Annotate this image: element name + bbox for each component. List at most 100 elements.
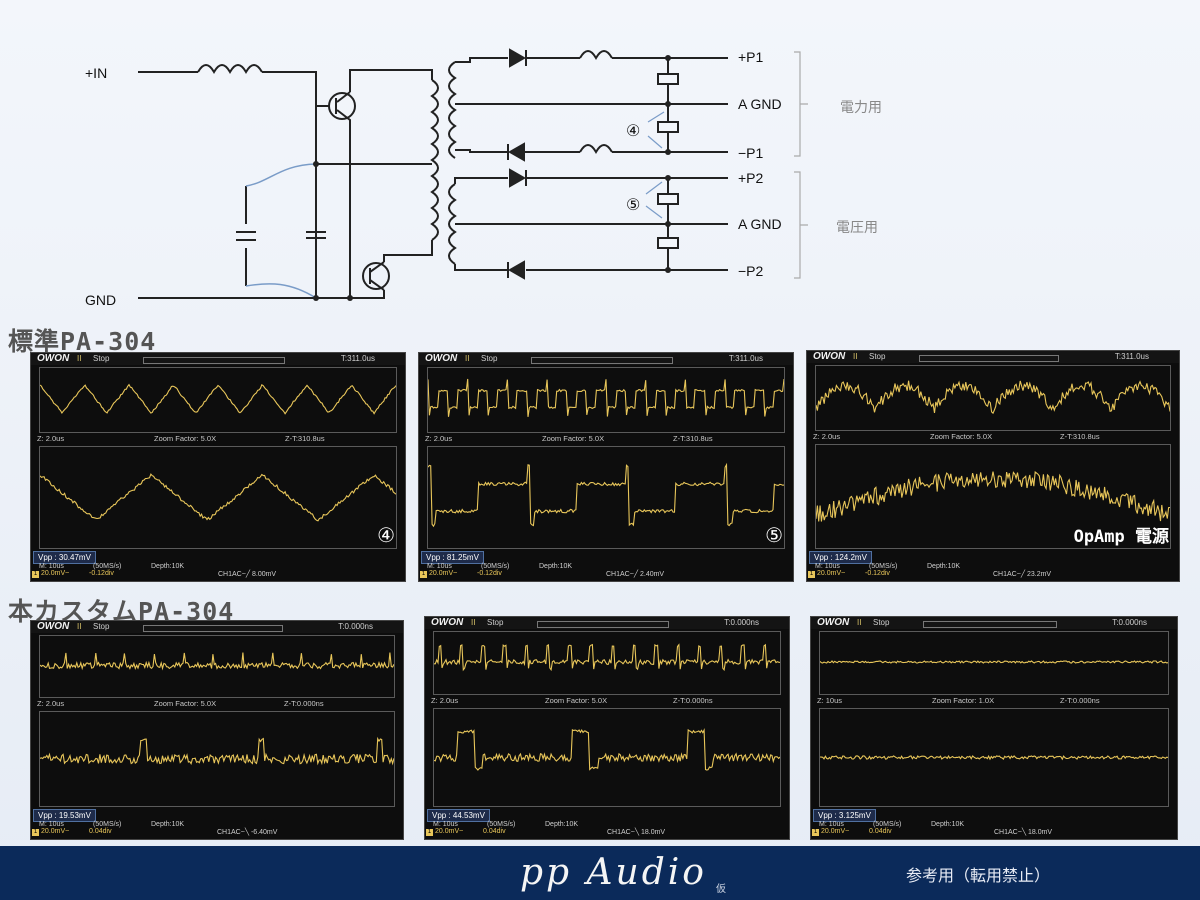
- ch1-indicator: 1: [420, 571, 427, 578]
- vpp-readout: Vpp : 124.2mV: [809, 551, 872, 564]
- zoom-info-row: Z: 2.0us Zoom Factor: 5.0X Z-T:310.8us: [807, 432, 1179, 442]
- zoom-offset: Z-T:310.8us: [285, 434, 325, 443]
- zoom-scale: Z: 2.0us: [37, 434, 65, 443]
- waveform-traces: [815, 380, 1171, 522]
- memory-depth: Depth:10K: [545, 821, 579, 828]
- mode-indicator: II: [77, 622, 82, 631]
- memory-depth: Depth:10K: [151, 563, 185, 570]
- trigger-time: T:311.0us: [728, 354, 763, 363]
- ch1-offset: 0.04div: [483, 828, 506, 835]
- zoom-offset: Z-T:0.000ns: [673, 696, 713, 705]
- oscilloscope-screen-standard-opamp: OWON II Stop T:311.0us Z: 2.0us Zoom Fac…: [806, 350, 1180, 582]
- waveform-traces: [39, 652, 395, 766]
- output-minus-p2: −P2: [738, 263, 764, 279]
- waveform-traces: [427, 378, 785, 528]
- trigger-time: T:311.0us: [340, 354, 375, 363]
- zoom-scale: Z: 2.0us: [431, 696, 459, 705]
- zoom-offset: Z-T:310.8us: [1060, 432, 1100, 441]
- ch1-scale: 20.0mV~: [41, 828, 70, 835]
- run-status: Stop: [481, 354, 498, 363]
- zoom-waveform: [39, 736, 395, 766]
- brand-sub-label: 仮: [716, 884, 726, 895]
- timebase-bar: [919, 355, 1059, 362]
- zoom-factor: Zoom Factor: 5.0X: [542, 434, 605, 443]
- overview-trace-panel: [427, 367, 785, 433]
- overview-waveform: [819, 660, 1169, 664]
- zoom-scale: Z: 2.0us: [813, 432, 841, 441]
- overview-trace-panel: [819, 631, 1169, 695]
- overview-trace-panel: [39, 635, 395, 698]
- waveform-traces: [39, 383, 397, 522]
- overview-trace-panel: [433, 631, 781, 695]
- timebase-readout: M: 10us: [433, 821, 458, 828]
- ch1-scale: 20.0mV~: [435, 828, 464, 835]
- mode-indicator: II: [853, 352, 858, 361]
- scope-footer: Vpp : 124.2mV M: 10us (50MS/s) Depth:10K…: [807, 551, 1179, 581]
- zoom-info-row: Z: 2.0us Zoom Factor: 5.0X Z-T:0.000ns: [425, 696, 789, 706]
- scope-header: OWON II Stop T:0.000ns: [811, 617, 1177, 629]
- vpp-readout: Vpp : 44.53mV: [427, 809, 490, 822]
- oscilloscope-screen-custom-5: OWON II Stop T:0.000ns Z: 2.0us Zoom Fac…: [424, 616, 790, 840]
- zoom-offset: Z-T:0.000ns: [284, 699, 324, 708]
- scope-footer: Vpp : 19.53mV M: 10us (50MS/s) Depth:10K…: [31, 809, 403, 839]
- ch1-indicator: 1: [808, 571, 815, 578]
- memory-depth: Depth:10K: [927, 563, 961, 570]
- vpp-readout: Vpp : 3.125mV: [813, 809, 876, 822]
- zoom-factor: Zoom Factor: 5.0X: [545, 696, 608, 705]
- scope-footer: Vpp : 30.47mV M: 10us (50MS/s) Depth:10K…: [31, 551, 405, 581]
- zoom-info-row: Z: 2.0us Zoom Factor: 5.0X Z-T:0.000ns: [31, 699, 403, 709]
- zoom-scale: Z: 2.0us: [37, 699, 65, 708]
- zoom-info-row: Z: 10us Zoom Factor: 1.0X Z-T:0.000ns: [811, 696, 1177, 706]
- mode-indicator: II: [77, 354, 82, 363]
- overview-waveform: [427, 378, 785, 417]
- section-title-standard: 標準PA-304: [8, 327, 157, 356]
- sample-rate: (50MS/s): [873, 821, 902, 828]
- ch1-indicator: 1: [32, 571, 39, 578]
- timebase-readout: M: 10us: [427, 563, 452, 570]
- footer-bar: pp Audio 仮 参考用（転用禁止）: [0, 846, 1200, 900]
- ch1-offset: 0.04div: [869, 828, 892, 835]
- gnd-label: GND: [85, 292, 116, 308]
- run-status: Stop: [93, 354, 110, 363]
- output-minus-p1: −P1: [738, 145, 764, 161]
- zoom-offset: Z-T:0.000ns: [1060, 696, 1100, 705]
- trigger-time: T:0.000ns: [724, 618, 759, 627]
- marker-4: ④: [626, 123, 640, 140]
- overview-waveform: [39, 652, 395, 671]
- trigger-info: CH1AC~╲ -6.40mV: [217, 829, 278, 836]
- timebase-bar: [531, 357, 673, 364]
- trigger-info: CH1AC~╲ 18.0mV: [994, 829, 1053, 836]
- trigger-time: T:311.0us: [1114, 352, 1149, 361]
- oscilloscope-screen-custom-4: OWON II Stop T:0.000ns Z: 2.0us Zoom Fac…: [30, 620, 404, 840]
- zoom-info-row: Z: 2.0us Zoom Factor: 5.0X Z-T:310.8us: [31, 434, 405, 444]
- waveform-traces: [433, 643, 781, 771]
- measurement-point-badge: OpAmp 電源: [1073, 527, 1169, 547]
- sample-rate: (50MS/s): [93, 821, 122, 828]
- oscilloscope-screen-standard-5: OWON II Stop T:311.0us Z: 2.0us Zoom Fac…: [418, 352, 794, 582]
- ch1-scale: 20.0mV~: [821, 828, 850, 835]
- waveform-traces: [819, 660, 1169, 761]
- timebase-bar: [923, 621, 1057, 628]
- brand-logo: pp Audio: [520, 852, 707, 893]
- mode-indicator: II: [857, 618, 862, 627]
- ch1-scale: 20.0mV~: [817, 570, 846, 577]
- measurement-point-badge: ④: [377, 523, 395, 547]
- memory-depth: Depth:10K: [539, 563, 573, 570]
- zoom-offset: Z-T:310.8us: [673, 434, 713, 443]
- owon-logo: OWON: [813, 351, 846, 362]
- scope-footer: Vpp : 3.125mV M: 10us (50MS/s) Depth:10K…: [811, 809, 1177, 839]
- vpp-readout: Vpp : 19.53mV: [33, 809, 96, 822]
- trigger-info: CH1AC~╱ 23.2mV: [993, 571, 1052, 578]
- scope-header: OWON II Stop T:0.000ns: [31, 621, 403, 633]
- sample-rate: (50MS/s): [869, 563, 898, 570]
- zoom-factor: Zoom Factor: 1.0X: [932, 696, 995, 705]
- power-supply-schematic: +IN GND +P1 A GND −P1 +P2 A GND −P2 電力用 …: [85, 48, 882, 308]
- sample-rate: (50MS/s): [481, 563, 510, 570]
- ch1-indicator: 1: [426, 829, 433, 836]
- ch1-offset: -0.12div: [477, 570, 502, 577]
- output-agnd-2: A GND: [738, 216, 782, 232]
- scope-header: OWON II Stop T:311.0us: [419, 353, 793, 365]
- zoom-waveform: [39, 473, 397, 522]
- zoom-scale: Z: 2.0us: [425, 434, 453, 443]
- trigger-time: T:0.000ns: [338, 622, 373, 631]
